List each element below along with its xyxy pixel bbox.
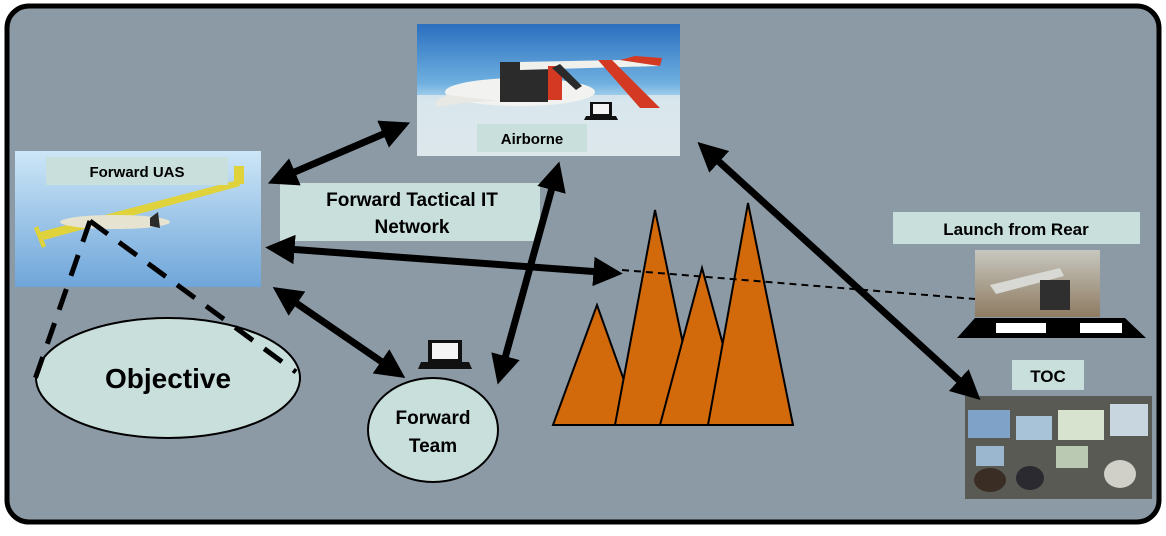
airborne-label-box xyxy=(477,124,587,152)
airborne-aircraft-photo xyxy=(417,24,680,156)
forward-team-line2: Team xyxy=(409,436,457,457)
forward-team-line1: Forward xyxy=(396,408,471,429)
objective-label: Objective xyxy=(105,363,231,394)
arrow-uas-team xyxy=(272,287,406,378)
network-label-line1: Forward Tactical IT xyxy=(326,190,498,211)
forward-uas-label-box xyxy=(46,157,228,185)
sensor-coverage-lines xyxy=(30,218,298,386)
network-label-line2: Network xyxy=(375,217,450,238)
arrow-team-airborne xyxy=(491,161,566,385)
toc-label: TOC xyxy=(1030,367,1066,386)
arrow-uas-airborne xyxy=(267,120,411,186)
toc-room-photo xyxy=(965,396,1152,499)
forward-uas-label: Forward UAS xyxy=(89,164,184,181)
airborne-label: Airborne xyxy=(501,131,564,148)
toc-label-box xyxy=(1012,360,1084,390)
launcher-platform xyxy=(957,318,1146,338)
laptop-icon xyxy=(584,102,618,120)
forward-team-ellipse xyxy=(367,377,499,483)
launcher-photo xyxy=(975,250,1100,317)
launch-label: Launch from Rear xyxy=(943,220,1089,239)
laptop-icon xyxy=(418,340,472,369)
arrow-airborne-toc xyxy=(697,142,981,400)
objective-ellipse xyxy=(35,317,301,439)
